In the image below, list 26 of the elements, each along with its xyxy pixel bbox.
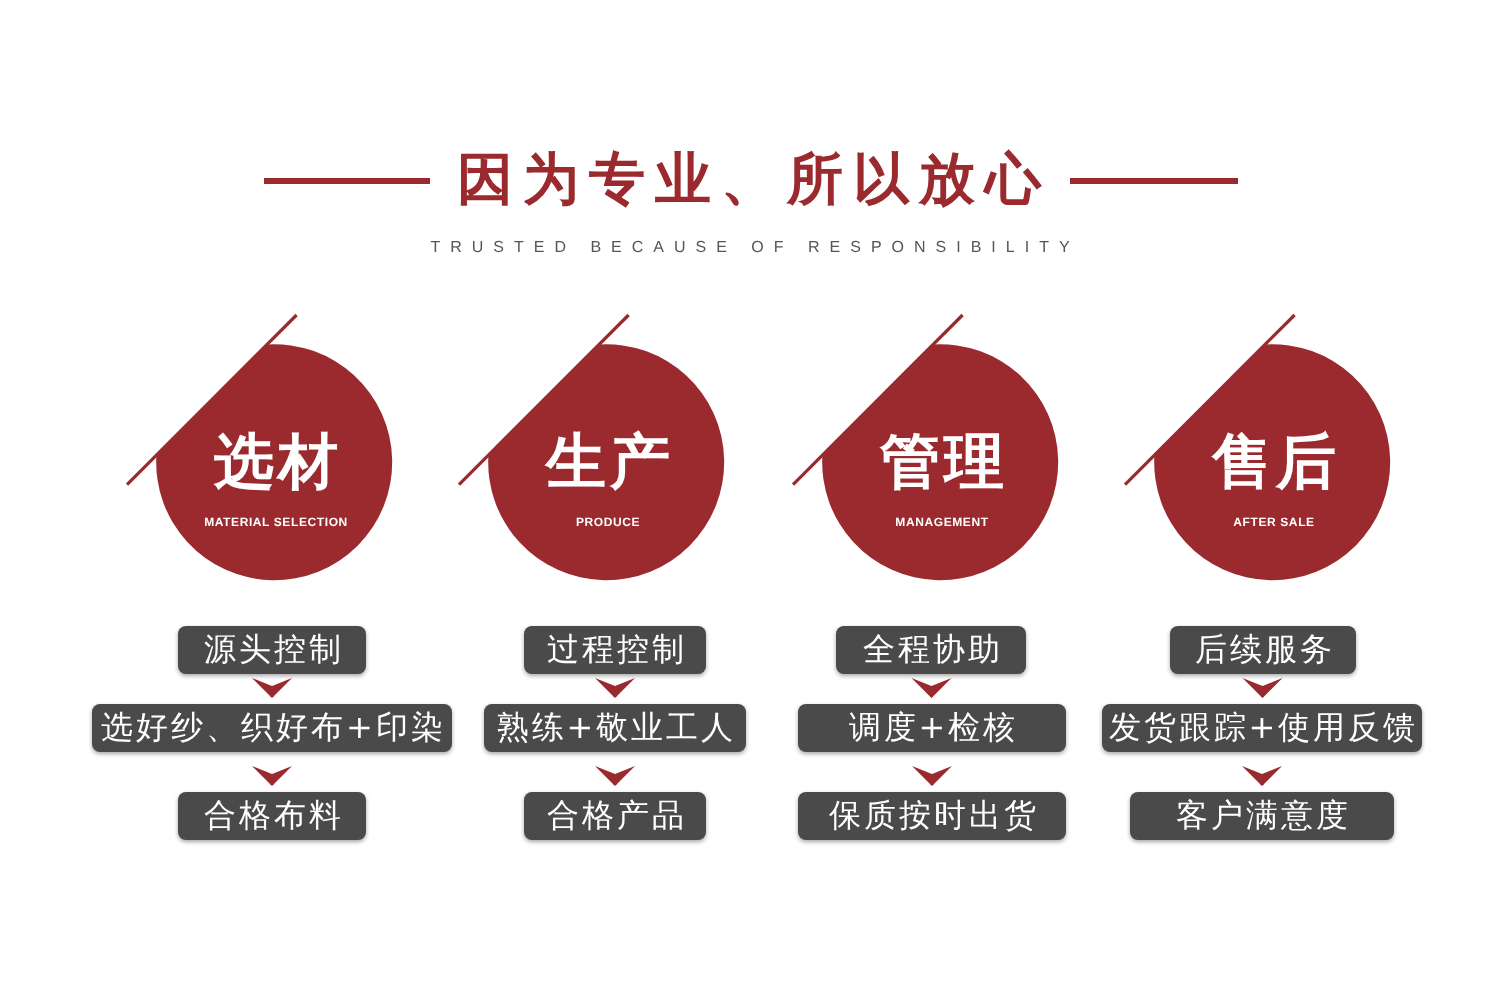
page-subtitle: TRUSTED BECAUSE OF RESPONSIBILITY — [430, 240, 1080, 256]
step-box: 调度+检核 — [798, 704, 1066, 752]
category-title: 管理 — [880, 434, 1008, 494]
step-box: 后续服务 — [1170, 626, 1356, 674]
step-box: 熟练+敬业工人 — [484, 704, 746, 752]
page-title: 因为专业、所以放心 — [457, 152, 1051, 208]
category-circle — [122, 310, 394, 582]
step-box: 过程控制 — [524, 626, 706, 674]
category-title: 售后 — [1212, 434, 1340, 494]
category-circle — [1120, 310, 1392, 582]
category-title: 选材 — [214, 434, 342, 494]
category-title: 生产 — [546, 434, 674, 494]
step-box: 选好纱、织好布+印染 — [92, 704, 452, 752]
step-box: 发货跟踪+使用反馈 — [1102, 704, 1422, 752]
category-circle — [788, 310, 1060, 582]
chevron-arrow — [252, 674, 292, 704]
step-box: 合格产品 — [524, 792, 706, 840]
chevron-arrow — [911, 674, 952, 704]
step-box: 合格布料 — [178, 792, 366, 840]
step-box: 保质按时出货 — [798, 792, 1066, 840]
step-box: 全程协助 — [836, 626, 1026, 674]
chevron-arrow — [595, 674, 635, 704]
chevron-arrow — [1242, 674, 1283, 704]
category-circle — [454, 310, 726, 582]
step-box: 客户满意度 — [1130, 792, 1394, 840]
step-box: 源头控制 — [178, 626, 366, 674]
